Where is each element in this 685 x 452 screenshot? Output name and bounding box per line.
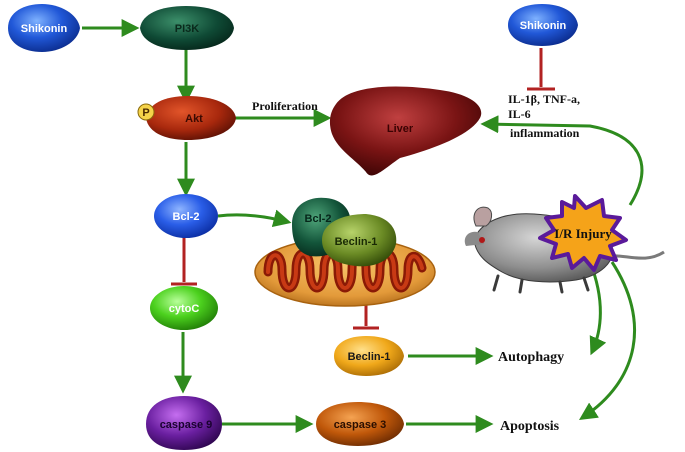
cytokines-line1: IL-1β, TNF-a, (508, 92, 580, 106)
akt-node: Akt P (137, 96, 236, 140)
bcl2-node: Bcl-2 (154, 194, 218, 238)
shikonin-right-node: Shikonin (508, 4, 578, 46)
beclin1-label: Beclin-1 (348, 351, 391, 363)
ir-injury-node: I/R Injury (538, 194, 628, 272)
caspase9-node: caspase 9 (146, 396, 222, 450)
arrow-bcl2-complex (217, 209, 292, 228)
inflammation-label: inflammation (510, 126, 580, 140)
shikonin-right-label: Shikonin (520, 20, 567, 32)
caspase3-node: caspase 3 (316, 402, 404, 446)
complex-beclin1-label: Beclin-1 (335, 236, 378, 248)
bcl2-label: Bcl-2 (173, 211, 200, 223)
bcl2-beclin1-complex: Bcl-2 Beclin-1 (292, 197, 397, 267)
complex-bcl2-label: Bcl-2 (305, 213, 332, 225)
beclin1-node: Beclin-1 (334, 336, 404, 376)
ir-injury-label: I/R Injury (554, 226, 612, 241)
autophagy-label: Autophagy (498, 350, 564, 365)
cytokines-block: IL-1β, TNF-a, IL-6 inflammation (508, 92, 580, 140)
arrow-injury-liver (480, 115, 644, 206)
proliferation-label: Proliferation (252, 99, 318, 113)
liver-label: Liver (387, 123, 414, 135)
phosphate-badge (137, 103, 155, 121)
inhibition-lines (171, 48, 555, 330)
phosphate-label: P (142, 107, 149, 119)
shikonin-left-label: Shikonin (21, 23, 68, 35)
caspase3-label: caspase 3 (334, 419, 387, 431)
shikonin-left-node: Shikonin (8, 4, 80, 52)
cytoc-label: cytoC (169, 303, 200, 315)
akt-label: Akt (185, 113, 203, 125)
cytoc-node: cytoC (150, 286, 218, 330)
pi3k-label: PI3K (175, 23, 200, 35)
arrow-injury-apoptosis (578, 261, 637, 420)
apoptosis-label: Apoptosis (500, 419, 560, 434)
caspase9-label: caspase 9 (160, 419, 213, 431)
pi3k-node: PI3K (140, 6, 234, 50)
liver-node: Liver (329, 86, 482, 176)
cytokines-line2: IL-6 (508, 107, 531, 121)
